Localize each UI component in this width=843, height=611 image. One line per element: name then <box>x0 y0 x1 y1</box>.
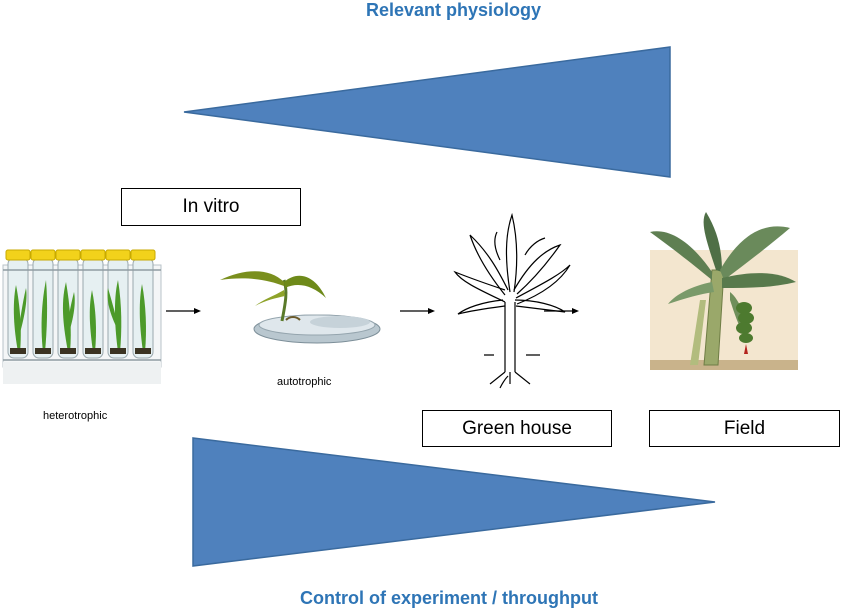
relevant-physiology-wedge <box>183 46 671 178</box>
stage-green-house: Green house <box>422 410 612 447</box>
control-throughput-label: Control of experiment / throughput <box>300 588 598 608</box>
test-tube-rack-image <box>2 249 162 384</box>
control-throughput-wedge <box>192 437 716 567</box>
arrow-1 <box>166 308 201 314</box>
heterotrophic-label: heterotrophic <box>43 410 108 422</box>
petri-dish-plantlet-image <box>220 271 381 344</box>
field-banana-plant-image <box>650 212 798 370</box>
arrow-2 <box>400 308 435 314</box>
banana-plant-drawing <box>453 212 571 389</box>
relevant-physiology-label: Relevant physiology <box>366 0 542 20</box>
stage-in-vitro: In vitro <box>121 188 301 226</box>
autotrophic-label: autotrophic <box>277 376 332 388</box>
stage-field: Field <box>649 410 840 447</box>
